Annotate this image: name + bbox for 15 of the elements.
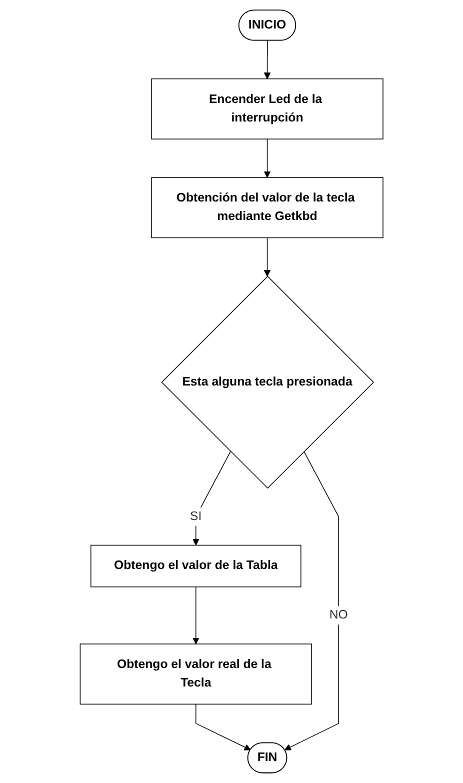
arrow: [192, 451, 231, 546]
edge-label: SI: [190, 510, 202, 523]
node-box: [80, 644, 312, 705]
flowchart-drawing: SI NO INICIO Encender Led de la interrupción Obtención del valor de la tecla mediante Getkbd Esta alguna tecla presionada Obtengo el valor de la Tabla Obtengo el valor real de la Tecla FIN: [74, 4, 390, 779]
node-box: [151, 177, 384, 238]
arrow: [195, 704, 251, 750]
node-box: [151, 78, 384, 140]
node-box: [90, 544, 302, 588]
edge-label: NO: [329, 608, 348, 622]
arrow: [192, 586, 200, 644]
arrow: [284, 451, 339, 750]
arrow: [264, 237, 271, 277]
arrow: [264, 138, 271, 178]
node-diamond: [161, 276, 374, 489]
arrow: [264, 40, 271, 80]
